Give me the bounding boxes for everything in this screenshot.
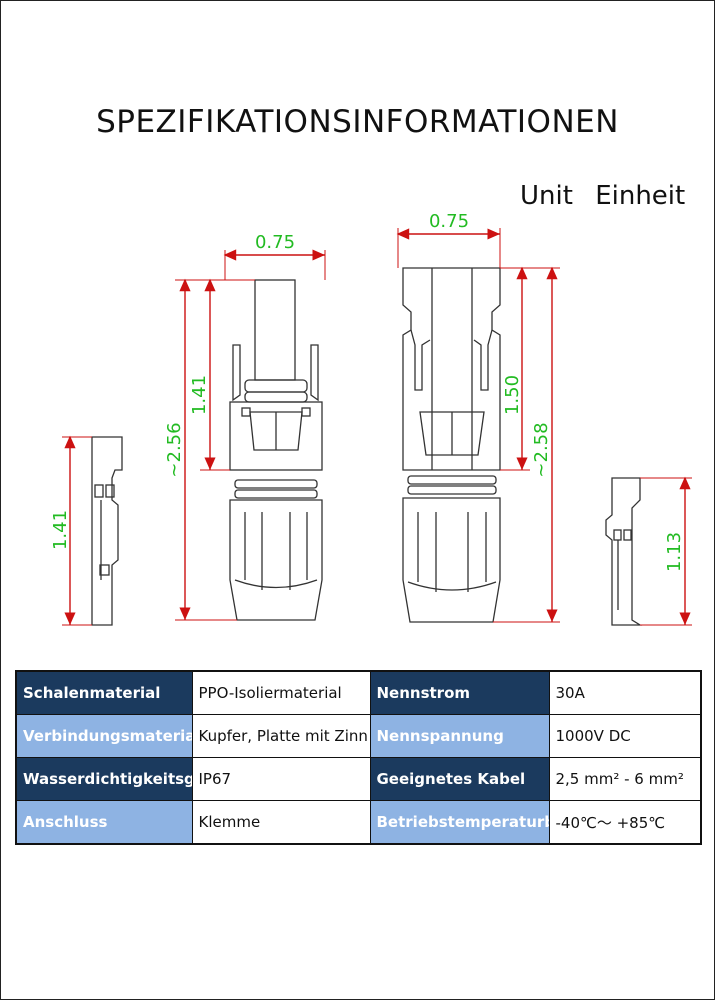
spec-value: Kupfer, Platte mit Zinn (191, 714, 371, 758)
spec-row: Verbindungsmaterial Kupfer, Platte mit Z… (15, 714, 702, 758)
left-connector (229, 279, 323, 621)
spec-key: Schalenmaterial (15, 670, 193, 715)
left-total-height-label: ~2.56 (164, 422, 185, 477)
right-top-width-label: 0.75 (429, 211, 469, 232)
left-side-height-label: 1.41 (50, 510, 71, 550)
left-total-height-dimension (175, 278, 237, 621)
spec-key: Geeignetes Kabel (369, 757, 550, 801)
spec-value: 2,5 mm² - 6 mm² (548, 757, 702, 801)
right-top-width-dimension (396, 228, 501, 268)
right-total-height-label: ~2.58 (531, 422, 552, 477)
spec-table: Schalenmaterial PPO-Isoliermaterial Nenn… (15, 670, 702, 845)
spec-key: Anschluss (15, 800, 193, 845)
spec-row: Schalenmaterial PPO-Isoliermaterial Nenn… (15, 670, 702, 715)
spec-value: PPO-Isoliermaterial (191, 670, 371, 715)
left-inner-height-label: 1.41 (189, 375, 210, 415)
spec-value: 30A (548, 670, 702, 715)
right-inner-height-dimension (500, 266, 530, 471)
page-title: SPEZIFIKATIONSINFORMATIONEN (96, 104, 619, 140)
spec-value: -40℃～ +85℃ (548, 800, 702, 845)
spec-row: Anschluss Klemme Betriebstemperaturberei… (15, 800, 702, 845)
right-side-dimension (640, 476, 692, 626)
spec-value: Klemme (191, 800, 371, 845)
spec-key: Verbindungsmaterial (15, 714, 193, 758)
spec-value: IP67 (191, 757, 371, 801)
spec-key: Nennspannung (369, 714, 550, 758)
spec-key: Nennstrom (369, 670, 550, 715)
left-top-width-label: 0.75 (255, 232, 295, 253)
spec-key: Wasserdichtigkeitsgrad (15, 757, 193, 801)
right-side-height-label: 1.13 (664, 532, 685, 572)
left-inner-height-dimension (200, 278, 255, 471)
connector-dimension-drawing: 1.41 0.75 1.41 (50, 211, 692, 626)
spec-row: Wasserdichtigkeitsgrad IP67 Geeignetes K… (15, 757, 702, 801)
right-inner-height-label: 1.50 (502, 375, 523, 415)
right-connector (402, 267, 501, 623)
left-side-dimension (62, 435, 92, 626)
right-side-profile (605, 477, 643, 626)
left-side-profile (91, 436, 123, 626)
right-total-height-dimension (493, 266, 560, 623)
unit-label: Unit Einheit (520, 181, 686, 211)
spec-key: Betriebstemperaturbereich (369, 800, 550, 845)
left-top-width-dimension (223, 249, 326, 280)
spec-value: 1000V DC (548, 714, 702, 758)
